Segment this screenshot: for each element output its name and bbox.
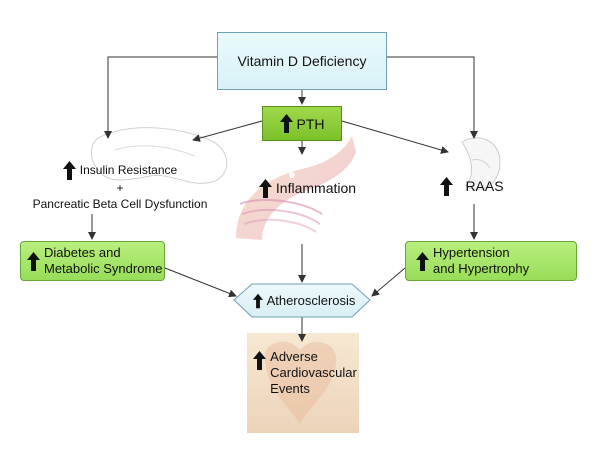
arrow-vitd-to-insulin xyxy=(104,56,217,139)
raas-node: RAAS xyxy=(432,170,512,202)
adverse-label-line3: Events xyxy=(270,381,310,396)
atherosclerosis-node: Atherosclerosis xyxy=(236,284,372,317)
diabetes-label-line1: Diabetes and xyxy=(44,245,121,260)
vitamin-d-label: Vitamin D Deficiency xyxy=(237,53,367,69)
pth-label: PTH xyxy=(296,115,325,132)
arrow-hypertension-to-atherosclerosis xyxy=(371,267,406,297)
diabetes-box: Diabetes and Metabolic Syndrome xyxy=(20,241,165,281)
up-arrow-icon xyxy=(252,293,263,309)
arrow-diabetes-to-atherosclerosis xyxy=(164,267,237,298)
diabetes-label-line2: Metabolic Syndrome xyxy=(44,261,163,276)
connectors xyxy=(88,56,478,342)
blood-vessel-illustration xyxy=(236,136,356,240)
raas-label: RAAS xyxy=(465,178,504,194)
adverse-label-line2: Cardiovascular xyxy=(270,365,357,380)
adverse-events-node: Adverse Cardiovascular Events xyxy=(253,343,357,419)
insulin-resistance-label: Insulin Resistance xyxy=(79,163,178,177)
hypertension-box: Hypertension and Hypertrophy xyxy=(405,241,577,281)
insulin-resistance-node: Insulin Resistance + Pancreatic Beta Cel… xyxy=(20,158,220,214)
plus-label: + xyxy=(116,180,124,195)
heart-illustration xyxy=(247,333,359,433)
arrow-pth-to-raas xyxy=(341,120,449,154)
kidney-illustration xyxy=(461,137,501,191)
arrow-pth-to-insulin xyxy=(192,120,263,142)
up-arrow-icon xyxy=(27,251,40,271)
atherosclerosis-label: Atherosclerosis xyxy=(266,293,356,308)
up-arrow-icon xyxy=(258,178,272,198)
up-arrow-icon xyxy=(253,351,267,370)
hypertension-label-line1: Hypertension xyxy=(433,245,510,260)
atherosclerosis-hexagon xyxy=(233,283,371,318)
up-arrow-icon xyxy=(440,176,454,196)
hypertension-label-line2: and Hypertrophy xyxy=(433,261,530,276)
up-arrow-icon xyxy=(416,251,429,271)
pth-box: PTH xyxy=(262,106,342,141)
inflammation-node: Inflammation xyxy=(250,168,365,208)
beta-cell-label: Pancreatic Beta Cell Dysfunction xyxy=(32,196,208,211)
arrow-vitd-to-raas xyxy=(387,56,478,139)
adverse-label-line1: Adverse xyxy=(270,349,318,364)
up-arrow-icon xyxy=(279,114,293,133)
pancreas-illustration xyxy=(91,127,228,184)
inflammation-label: Inflammation xyxy=(275,180,357,196)
vitamin-d-deficiency-box: Vitamin D Deficiency xyxy=(217,32,387,90)
up-arrow-icon xyxy=(62,160,76,180)
